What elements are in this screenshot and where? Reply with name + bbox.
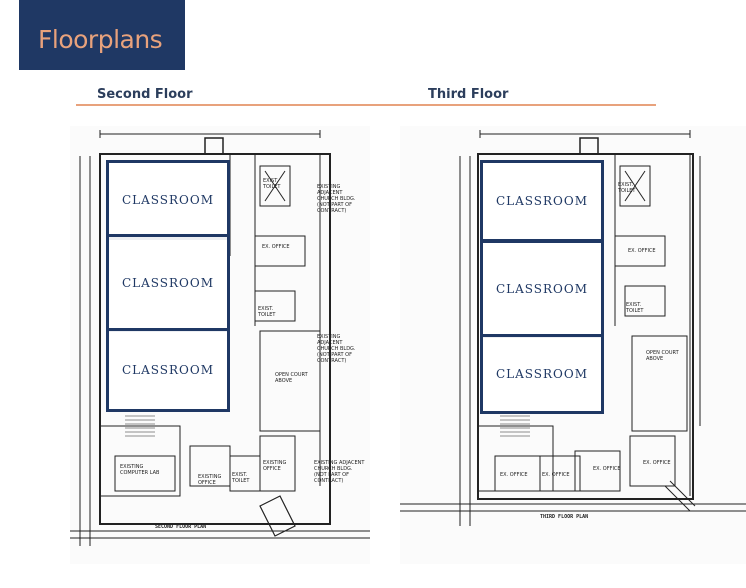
classroom-3a: CLASSROOM bbox=[480, 160, 604, 242]
annotation: EXISTING OFFICE bbox=[263, 460, 287, 472]
page-title: Floorplans bbox=[38, 25, 163, 54]
classroom-3b: CLASSROOM bbox=[480, 240, 604, 338]
annotation: EX. OFFICE bbox=[628, 248, 656, 254]
annotation: EXIST. TOILET bbox=[232, 472, 250, 484]
annotation: EXISTING ADJACENT CHURCH BLDG. (NOT PART… bbox=[317, 334, 356, 364]
classroom-2b: CLASSROOM bbox=[106, 234, 230, 332]
annotation: EX. OFFICE bbox=[593, 466, 621, 472]
plan-caption: SECOND FLOOR PLAN bbox=[155, 524, 207, 530]
annotation: OPEN COURT ABOVE bbox=[646, 350, 679, 362]
floor-label-second: Second Floor bbox=[97, 87, 193, 102]
annotation: EX. OFFICE bbox=[542, 472, 570, 478]
annotation: EXIST. TOILET bbox=[618, 182, 636, 194]
annotation: EXISTING ADJACENT CHURCH BLDG. (NOT PART… bbox=[317, 184, 356, 214]
plan-caption: THIRD FLOOR PLAN bbox=[540, 514, 589, 520]
third-floor-plan: CLASSROOM CLASSROOM CLASSROOM EXIST. TOI… bbox=[400, 126, 746, 564]
classroom-2c: CLASSROOM bbox=[106, 328, 230, 412]
annotation: EXISTING COMPUTER LAB bbox=[120, 464, 160, 476]
annotation: EXIST. TOILET bbox=[263, 178, 281, 190]
header-divider bbox=[76, 104, 656, 106]
second-floor-drawing bbox=[70, 130, 370, 546]
annotation: EXIST. TOILET bbox=[626, 302, 644, 314]
floor-label-third: Third Floor bbox=[428, 87, 509, 102]
second-floor-plan: CLASSROOM CLASSROOM CLASSROOM EXIST. TOI… bbox=[70, 126, 370, 564]
annotation: EX. OFFICE bbox=[262, 244, 290, 250]
annotation: EX. OFFICE bbox=[500, 472, 528, 478]
classroom-3c: CLASSROOM bbox=[480, 334, 604, 414]
classroom-2a: CLASSROOM bbox=[106, 160, 230, 240]
third-floor-drawing bbox=[400, 130, 746, 526]
annotation: EX. OFFICE bbox=[643, 460, 671, 466]
annotation: EXISTING OFFICE bbox=[198, 474, 222, 486]
annotation: EXIST. TOILET bbox=[258, 306, 276, 318]
brand-banner: Floorplans bbox=[19, 0, 185, 70]
annotation: OPEN COURT ABOVE bbox=[275, 372, 308, 384]
annotation: EXISTING ADJACENT CHURCH BLDG. (NOT PART… bbox=[314, 460, 365, 484]
